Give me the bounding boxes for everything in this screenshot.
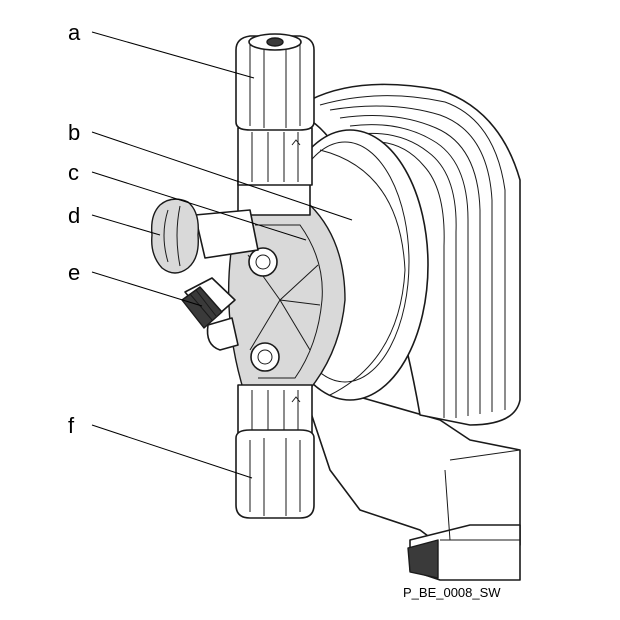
callout-c: c <box>68 160 79 185</box>
leader-d <box>91 214 161 236</box>
leader-f <box>91 424 253 479</box>
leader-c <box>91 171 307 241</box>
dosing-head <box>227 204 346 396</box>
upper-valve <box>235 33 315 216</box>
callout-f: f <box>68 413 75 438</box>
callout-e: e <box>68 260 80 285</box>
callout-lines <box>91 31 353 479</box>
drawing-code: P_BE_0008_SW <box>403 585 501 600</box>
leader-b <box>91 131 353 221</box>
callout-b: b <box>68 120 80 145</box>
bleed-valve-knob <box>150 198 259 274</box>
pressure-relief-valve <box>181 277 239 351</box>
pump-housing <box>271 83 521 581</box>
leader-e <box>91 271 203 307</box>
callout-d: d <box>68 203 80 228</box>
lower-valve <box>235 384 315 519</box>
leader-a <box>91 31 255 79</box>
callout-a: a <box>68 20 81 45</box>
